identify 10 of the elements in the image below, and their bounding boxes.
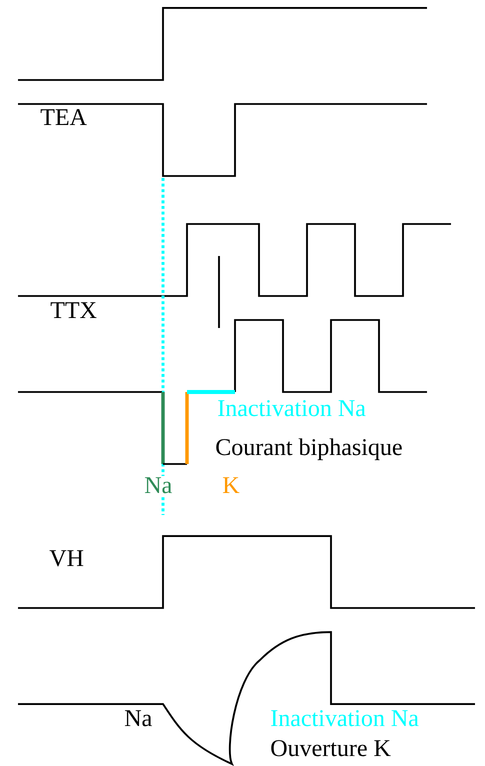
trace-label: Na: [122, 708, 154, 728]
trace-label: Inactivation Na: [216, 398, 368, 418]
trace-label: Courant biphasique: [214, 437, 404, 462]
trace-label: VH: [48, 548, 86, 568]
trace-label: Na: [142, 476, 174, 495]
trace-label: Ouverture K: [268, 738, 392, 758]
trace-label: Inactivation Na: [268, 708, 420, 728]
trace-label: K: [220, 476, 241, 494]
trace-label: TEA: [38, 108, 88, 126]
trace-label: TTX: [48, 300, 98, 320]
